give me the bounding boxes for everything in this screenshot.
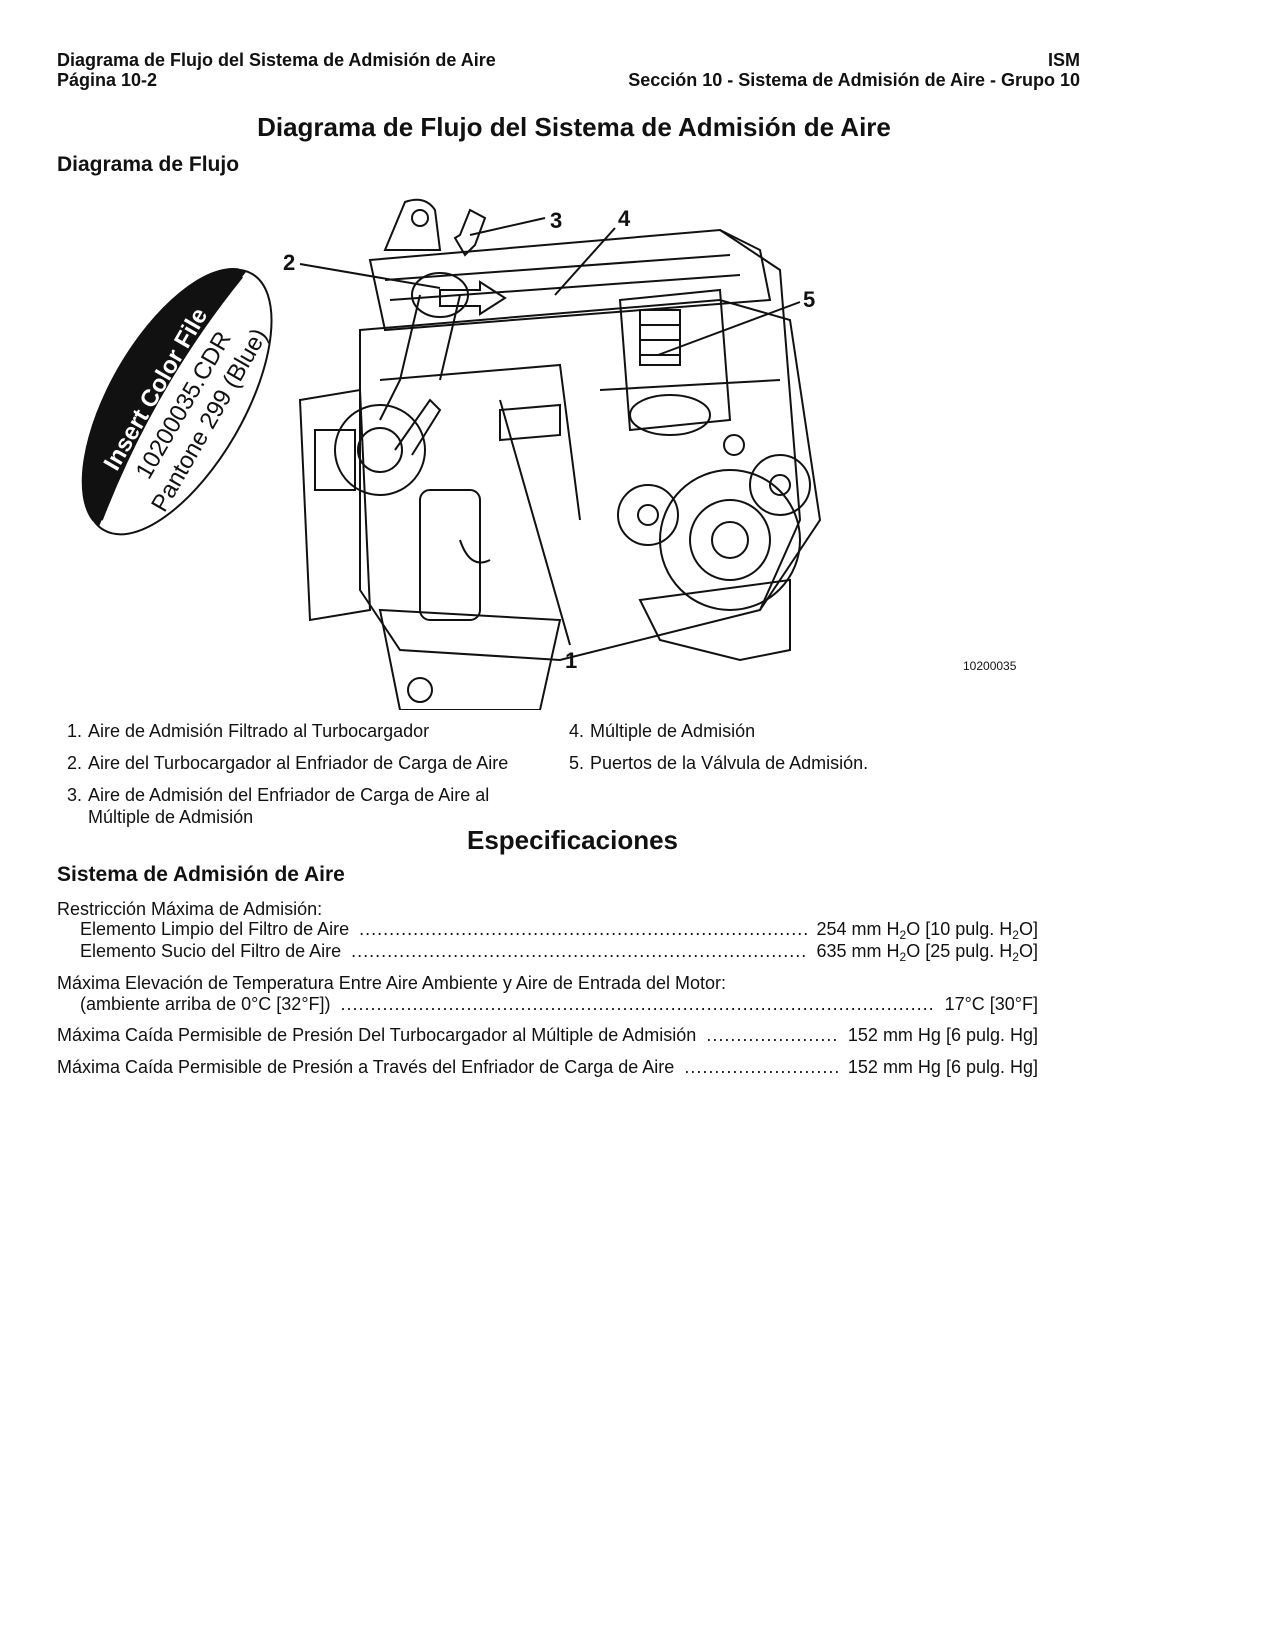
spec-label: Elemento Sucio del Filtro de Aire (80, 941, 342, 961)
callout-4: 4 (618, 206, 631, 231)
callout-2: 2 (283, 250, 295, 275)
legend-text: Aire de Admisión del Enfriador de Carga … (88, 785, 490, 827)
engine-illustration: 1 2 3 4 5 Insert Color File 10200035.CDR… (81, 198, 1017, 711)
spec-value: 152 mm Hg [6 pulg. Hg] (847, 1025, 1038, 1045)
callout-5: 5 (803, 287, 815, 312)
legend-item: 3. Aire de Admisión del Enfriador de Car… (58, 784, 618, 830)
legend-item: 2. Aire del Turbocargador al Enfriador d… (58, 752, 618, 776)
legend-number: 5. (568, 753, 584, 773)
page-title: Diagrama de Flujo del Sistema de Admisió… (257, 112, 891, 142)
spec-value: 152 mm Hg [6 pulg. Hg] (847, 1057, 1038, 1077)
dot-leader (359, 918, 806, 940)
spec-label: Máxima Caída Permisible de Presión Del T… (57, 1025, 697, 1045)
spec-row-dirty-filter: Elemento Sucio del Filtro de Aire 635 mm… (80, 940, 1038, 962)
header-page-number: Página 10-2 (57, 70, 158, 90)
legend-number: 4. (568, 721, 584, 741)
spec-value: 635 mm H2O [25 pulg. H2O] (816, 941, 1038, 962)
insert-color-stamp: Insert Color File 10200035.CDR Pantone 2… (81, 268, 273, 536)
dot-leader (341, 993, 935, 1015)
legend-text: Aire de Admisión Filtrado al Turbocargad… (88, 721, 430, 741)
spec-value: 254 mm H2O [10 pulg. H2O] (816, 919, 1038, 940)
spec-label: Elemento Limpio del Filtro de Aire (80, 919, 350, 939)
legend-item: 4. Múltiple de Admisión (560, 720, 980, 744)
engine-drawing (298, 198, 822, 711)
dot-leader (684, 1056, 838, 1078)
spec-value: 17°C [30°F] (944, 994, 1038, 1014)
header-model: ISM (1047, 50, 1080, 70)
legend-number: 3. (66, 785, 82, 805)
dot-leader (351, 940, 806, 962)
legend-item: 5. Puertos de la Válvula de Admisión. (560, 752, 980, 776)
spec-row-clean-filter: Elemento Limpio del Filtro de Aire 254 m… (80, 918, 1038, 940)
temp-rise-heading: Máxima Elevación de Temperatura Entre Ai… (57, 973, 727, 993)
restriction-heading: Restricción Máxima de Admisión: (57, 899, 323, 919)
specifications-title: Especificaciones (467, 825, 678, 855)
callout-3: 3 (550, 208, 562, 233)
legend-item: 1. Aire de Admisión Filtrado al Turbocar… (58, 720, 618, 744)
legend-text: Aire del Turbocargador al Enfriador de C… (88, 753, 509, 773)
callout-1: 1 (565, 648, 577, 673)
spec-row-temp-rise: (ambiente arriba de 0°C [32°F]) 17°C [30… (80, 993, 1038, 1015)
legend-number: 2. (66, 753, 82, 773)
dot-leader (706, 1024, 838, 1046)
section-subtitle: Diagrama de Flujo (57, 153, 240, 176)
legend-text: Puertos de la Válvula de Admisión. (590, 753, 869, 773)
specifications-subtitle: Sistema de Admisión de Aire (57, 863, 345, 886)
legend-text: Múltiple de Admisión (590, 721, 756, 741)
header-section-title: Diagrama de Flujo del Sistema de Admisió… (57, 50, 496, 70)
header-section-group: Sección 10 - Sistema de Admisión de Aire… (628, 70, 1080, 90)
engine-diagram: 1 2 3 4 5 Insert Color File 10200035.CDR… (0, 190, 1275, 711)
leader-lines (299, 217, 801, 646)
airflow-arrows (394, 208, 507, 456)
legend-number: 1. (66, 721, 82, 741)
spec-label: Máxima Caída Permisible de Presión a Tra… (57, 1057, 675, 1077)
spec-label: (ambiente arriba de 0°C [32°F]) (80, 994, 331, 1014)
spec-row-turbo-drop: Máxima Caída Permisible de Presión Del T… (57, 1024, 1038, 1046)
spec-row-cooler-drop: Máxima Caída Permisible de Presión a Tra… (57, 1056, 1038, 1078)
figure-id: 10200035 (963, 659, 1017, 673)
